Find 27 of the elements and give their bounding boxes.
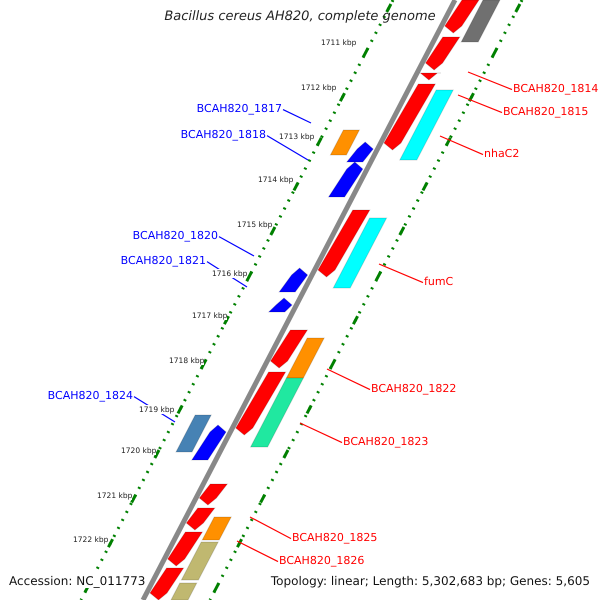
leader-line [236, 540, 278, 562]
gene-label: BCAH820_1818 [180, 128, 266, 142]
gene-label: BCAH820_1822 [371, 382, 456, 396]
leader-line [440, 135, 484, 156]
gene-label: BCAH820_1815 [503, 105, 588, 118]
gene-label: BCAH820_1820 [132, 229, 218, 242]
genome-summary: Topology: linear; Length: 5,302,683 bp; Genes: 5,605 [270, 574, 590, 588]
gene-label: BCAH820_1821 [120, 254, 206, 268]
leader-line [300, 422, 342, 444]
leader-line [378, 263, 424, 284]
leader-line [250, 516, 292, 540]
leader-line [282, 109, 312, 124]
leader-line [458, 94, 502, 114]
gene-label: BCAH820_1825 [292, 531, 378, 544]
gene-label: BCAH820_1824 [48, 389, 133, 402]
title: Bacillus cereus AH820, complete genome [163, 9, 437, 25]
leader-line [326, 368, 370, 390]
gene-label: BCAH820_1814 [513, 82, 598, 96]
accession-text: Accession: NC_011773 [9, 574, 146, 588]
gene-label: nhaC2 [484, 147, 520, 160]
leader-line [218, 236, 254, 257]
gene-label: BCAH820_1823 [343, 435, 428, 448]
gene-label: fumC [424, 275, 454, 288]
gene-label: BCAH820_1826 [279, 554, 364, 568]
leader-line [468, 71, 512, 90]
leader-line [266, 135, 308, 161]
gene-label: BCAH820_1817 [196, 102, 282, 116]
